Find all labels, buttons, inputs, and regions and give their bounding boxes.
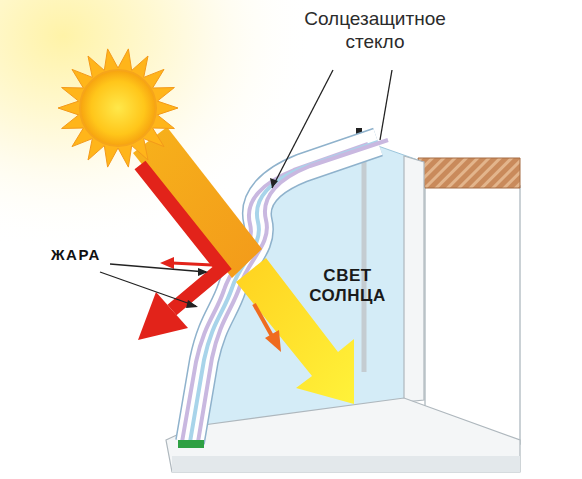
leader-line xyxy=(380,70,392,140)
sun xyxy=(58,49,178,167)
sill-front xyxy=(172,456,520,472)
glass-spacer xyxy=(178,440,204,448)
light-small-arrow xyxy=(254,304,272,336)
heat-arrow xyxy=(140,165,222,310)
wall-top xyxy=(418,158,520,188)
sash-bar xyxy=(362,148,367,372)
sun-beam xyxy=(133,127,262,278)
leader-arrowhead xyxy=(198,268,208,276)
leader-arrowhead xyxy=(186,300,198,308)
wall xyxy=(425,186,520,444)
glass-label: Солцезащитное стекло xyxy=(290,8,460,54)
leader-line xyxy=(272,70,333,188)
heat-small-arrow xyxy=(172,263,212,265)
heat-label: ЖАРА xyxy=(36,246,116,264)
frame-jamb xyxy=(404,156,424,402)
sun-rays xyxy=(58,49,178,167)
leader-line xyxy=(110,264,206,272)
light-small-arrowhead xyxy=(265,330,281,352)
light-label: СВЕТ СОЛНЦА xyxy=(300,266,395,307)
heat-small-arrowhead xyxy=(160,257,174,269)
heat-arrowhead xyxy=(138,292,188,340)
leader-line xyxy=(100,272,196,306)
leader-arrowhead xyxy=(270,178,278,188)
window-sill xyxy=(166,398,520,472)
sun-disc xyxy=(80,70,156,146)
